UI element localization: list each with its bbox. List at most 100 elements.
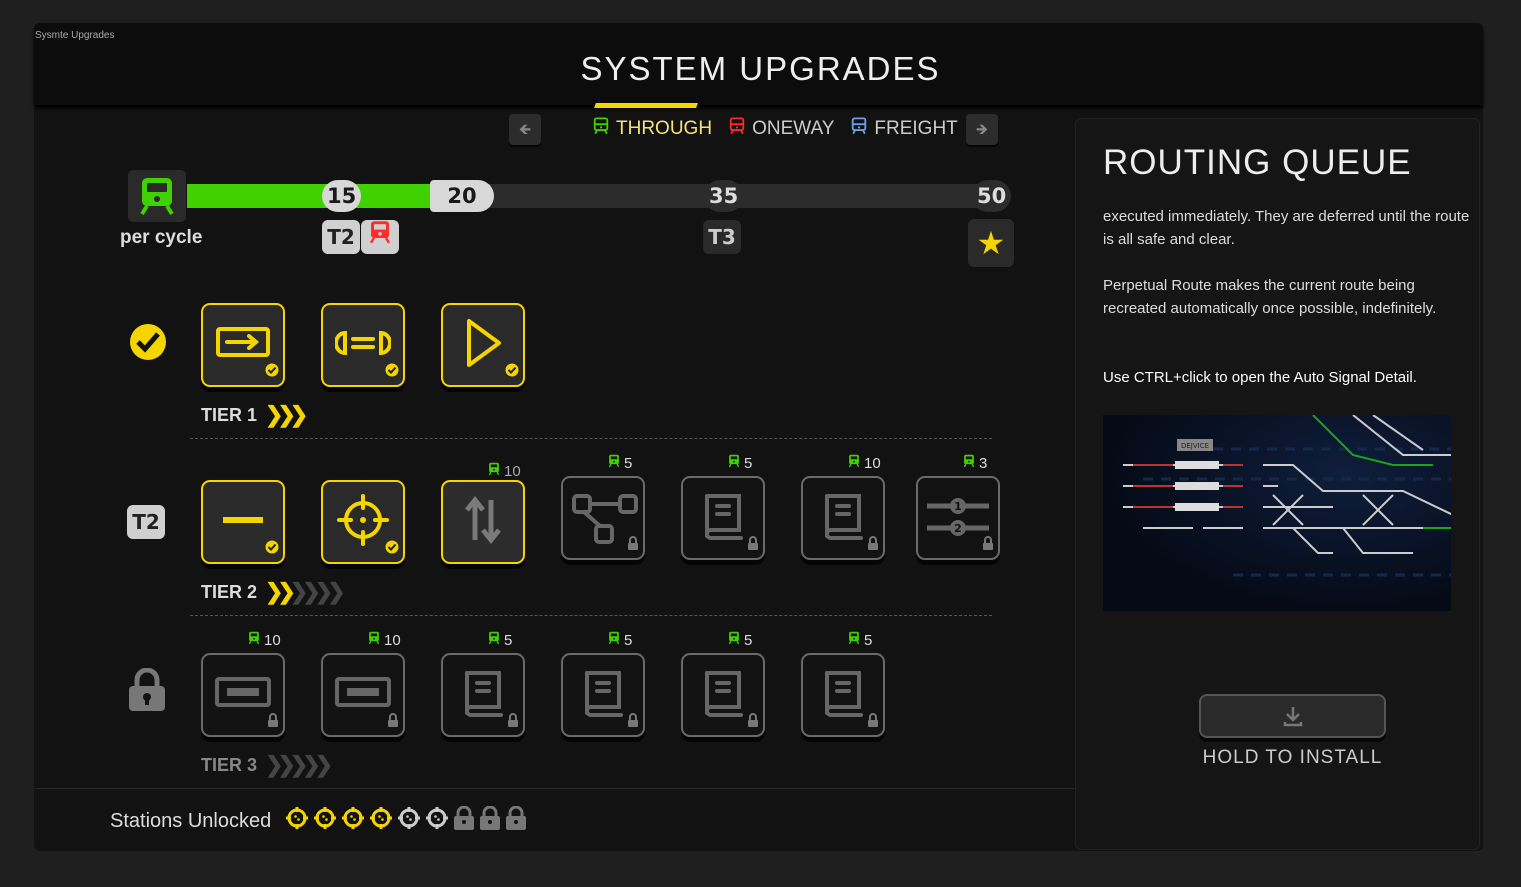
cost-value: 5 [744, 631, 753, 649]
download-icon [1283, 707, 1302, 727]
train-icon [728, 117, 746, 141]
train-type-card [128, 170, 186, 222]
svg-text:2: 2 [954, 522, 962, 535]
star-icon: ★ [976, 224, 1006, 262]
signal-link-icon [334, 315, 392, 375]
platform-icon [213, 665, 273, 725]
lock-icon [627, 535, 639, 554]
station-active-icon [285, 806, 309, 836]
tab-label: FREIGHT [874, 118, 958, 139]
upgrade-tile-network[interactable] [561, 476, 645, 560]
train-icon [140, 178, 174, 216]
tier-name: TIER 2 [201, 581, 258, 602]
check-circle-icon [130, 324, 166, 360]
train-icon [607, 454, 621, 472]
cost-value: 10 [504, 462, 521, 480]
tier3-locked [128, 667, 166, 716]
tab-oneway[interactable]: ONEWAY [728, 117, 834, 141]
tab-through[interactable]: THROUGH [592, 117, 712, 141]
chevrons-icon: ❯❯❯ [265, 402, 308, 427]
upgrade-tile-book[interactable] [801, 476, 885, 560]
tile-cost: 5 [727, 631, 752, 649]
tile-cost: 5 [847, 631, 872, 649]
station-name: DEJVICE [1181, 442, 1209, 450]
swap-vertical-icon [455, 492, 511, 552]
cost-value: 5 [744, 454, 753, 472]
lock-icon [129, 667, 165, 711]
crosshair-icon [335, 492, 391, 552]
upgrade-tile-swap-vertical[interactable] [441, 480, 525, 564]
milestone-50: 50 [972, 180, 1012, 212]
upgrade-tile-book[interactable] [441, 653, 525, 737]
tile-cost: 10 [367, 631, 401, 649]
tier-name: TIER 3 [201, 754, 258, 775]
network-icon [568, 486, 638, 550]
upgrade-tile-book[interactable] [681, 653, 765, 737]
upgrade-tile-crosshair[interactable] [321, 480, 405, 564]
tier-divider [190, 615, 992, 616]
stations-unlocked: Stations Unlocked [110, 805, 527, 836]
track-diagram: DEJVICE [1123, 415, 1451, 577]
tile-cost: 10 [247, 631, 281, 649]
station-tag [1177, 439, 1213, 451]
milestone-35: 35 [704, 180, 744, 212]
lock-icon [627, 712, 639, 731]
tab-freight[interactable]: FREIGHT [850, 117, 958, 141]
detail-heading: ROUTING QUEUE [1103, 143, 1412, 182]
lock-icon [507, 712, 519, 731]
upgrade-tile-signal-link[interactable] [321, 303, 405, 387]
svg-text:1: 1 [954, 500, 962, 513]
install-button[interactable] [1199, 694, 1386, 738]
route-arrow-icon [215, 315, 271, 375]
detail-text: Perpetual Route makes the current route … [1103, 277, 1437, 317]
detail-text: executed immediately. They are deferred … [1103, 208, 1470, 248]
tier1-label: TIER 1❯❯❯ [201, 402, 308, 428]
train-icon [727, 454, 741, 472]
star-reward: ★ [968, 219, 1014, 267]
lock-icon [747, 712, 759, 731]
upgrade-tile-minus[interactable] [201, 480, 285, 564]
tier1-complete-icon [128, 322, 168, 366]
upgrade-tile-platform[interactable] [321, 653, 405, 737]
train-icon [962, 454, 976, 472]
oneway-unlock-badge [361, 220, 399, 254]
check-icon [265, 362, 279, 381]
lock-icon [982, 535, 994, 554]
tile-cost: 3 [962, 454, 987, 472]
lock-icon [387, 712, 399, 731]
upgrade-tile-platform[interactable] [201, 653, 285, 737]
train-icon [487, 462, 501, 480]
train-icon [847, 631, 861, 649]
upgrade-tile-book[interactable] [561, 653, 645, 737]
station-locked-icon [479, 805, 501, 836]
book-icon [815, 665, 871, 725]
upgrade-tile-book[interactable] [801, 653, 885, 737]
tile-cost: 5 [607, 454, 632, 472]
station-active-icon [369, 806, 393, 836]
cost-value: 10 [864, 454, 881, 472]
train-icon [369, 221, 391, 244]
station-icons [285, 805, 527, 836]
station-active-icon [341, 806, 365, 836]
upgrade-tile-book[interactable] [681, 476, 765, 560]
arrow-left-icon: 🡸 [518, 120, 532, 138]
train-icon [592, 117, 610, 141]
tier-badge-t3: T3 [703, 220, 741, 254]
upgrade-tile-play-signal[interactable] [441, 303, 525, 387]
check-icon [385, 539, 399, 558]
lock-icon [747, 535, 759, 554]
play-signal-icon [455, 315, 511, 375]
title-underline [594, 103, 698, 108]
prev-tab-button[interactable]: 🡸 [509, 114, 541, 145]
tab-label: THROUGH [616, 118, 713, 139]
book-icon [695, 665, 751, 725]
page-title: SYSTEM UPGRADES [580, 50, 941, 87]
detail-hint: Use CTRL+click to open the Auto Signal D… [1103, 369, 1417, 386]
book-icon [575, 665, 631, 725]
upgrade-tile-route-arrow[interactable] [201, 303, 285, 387]
next-tab-button[interactable]: 🡺 [966, 114, 998, 145]
cost-value: 5 [864, 631, 873, 649]
station-locked-icon [505, 805, 527, 836]
